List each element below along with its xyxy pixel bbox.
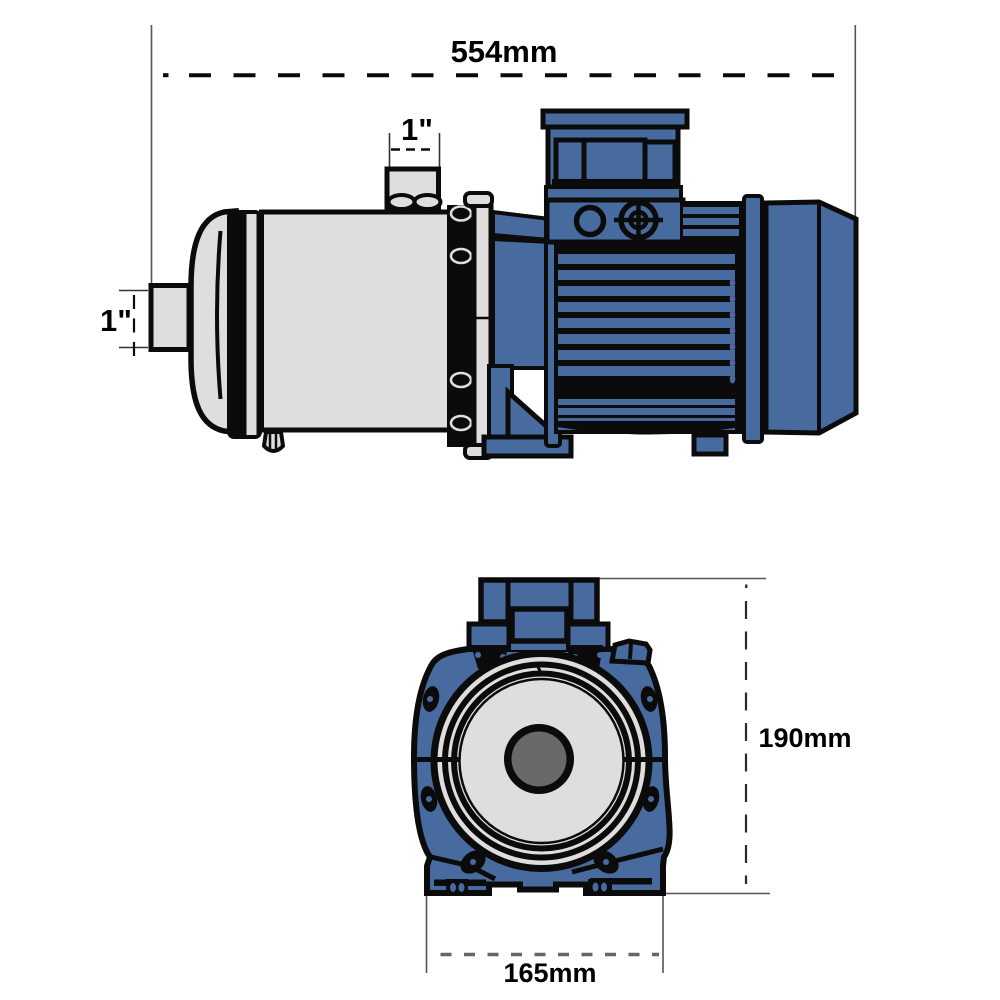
- svg-text:165mm: 165mm: [503, 958, 596, 988]
- svg-text:1": 1": [100, 303, 132, 338]
- svg-text:1": 1": [401, 112, 433, 147]
- svg-text:190mm: 190mm: [758, 723, 851, 753]
- svg-text:554mm: 554mm: [451, 34, 558, 69]
